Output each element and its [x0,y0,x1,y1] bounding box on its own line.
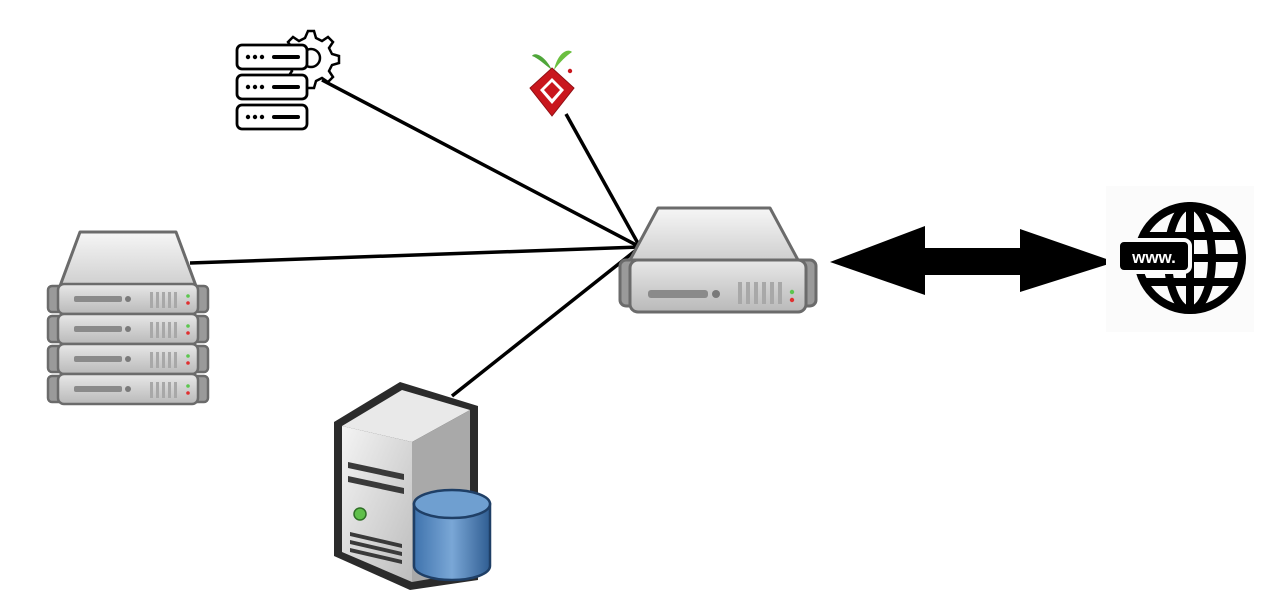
pihole-to-hub [564,113,642,248]
www-label: www. [1131,248,1176,267]
www-badge [1116,238,1192,274]
server-settings-icon [235,29,341,131]
server-stack-icon [46,230,210,406]
server-stack-to-hub [189,245,641,265]
database-server-to-hub [450,245,642,398]
hub-to-internet-bidirectional [830,226,1115,295]
server-settings-to-hub [321,78,641,249]
pihole-icon [529,50,575,117]
connections [189,78,642,398]
router-server-icon [618,206,818,314]
globe-www-icon: www. [1106,186,1254,332]
database-server-icon [334,382,492,590]
double-arrow-icon [830,226,1115,295]
database-cylinder-icon [412,488,492,582]
